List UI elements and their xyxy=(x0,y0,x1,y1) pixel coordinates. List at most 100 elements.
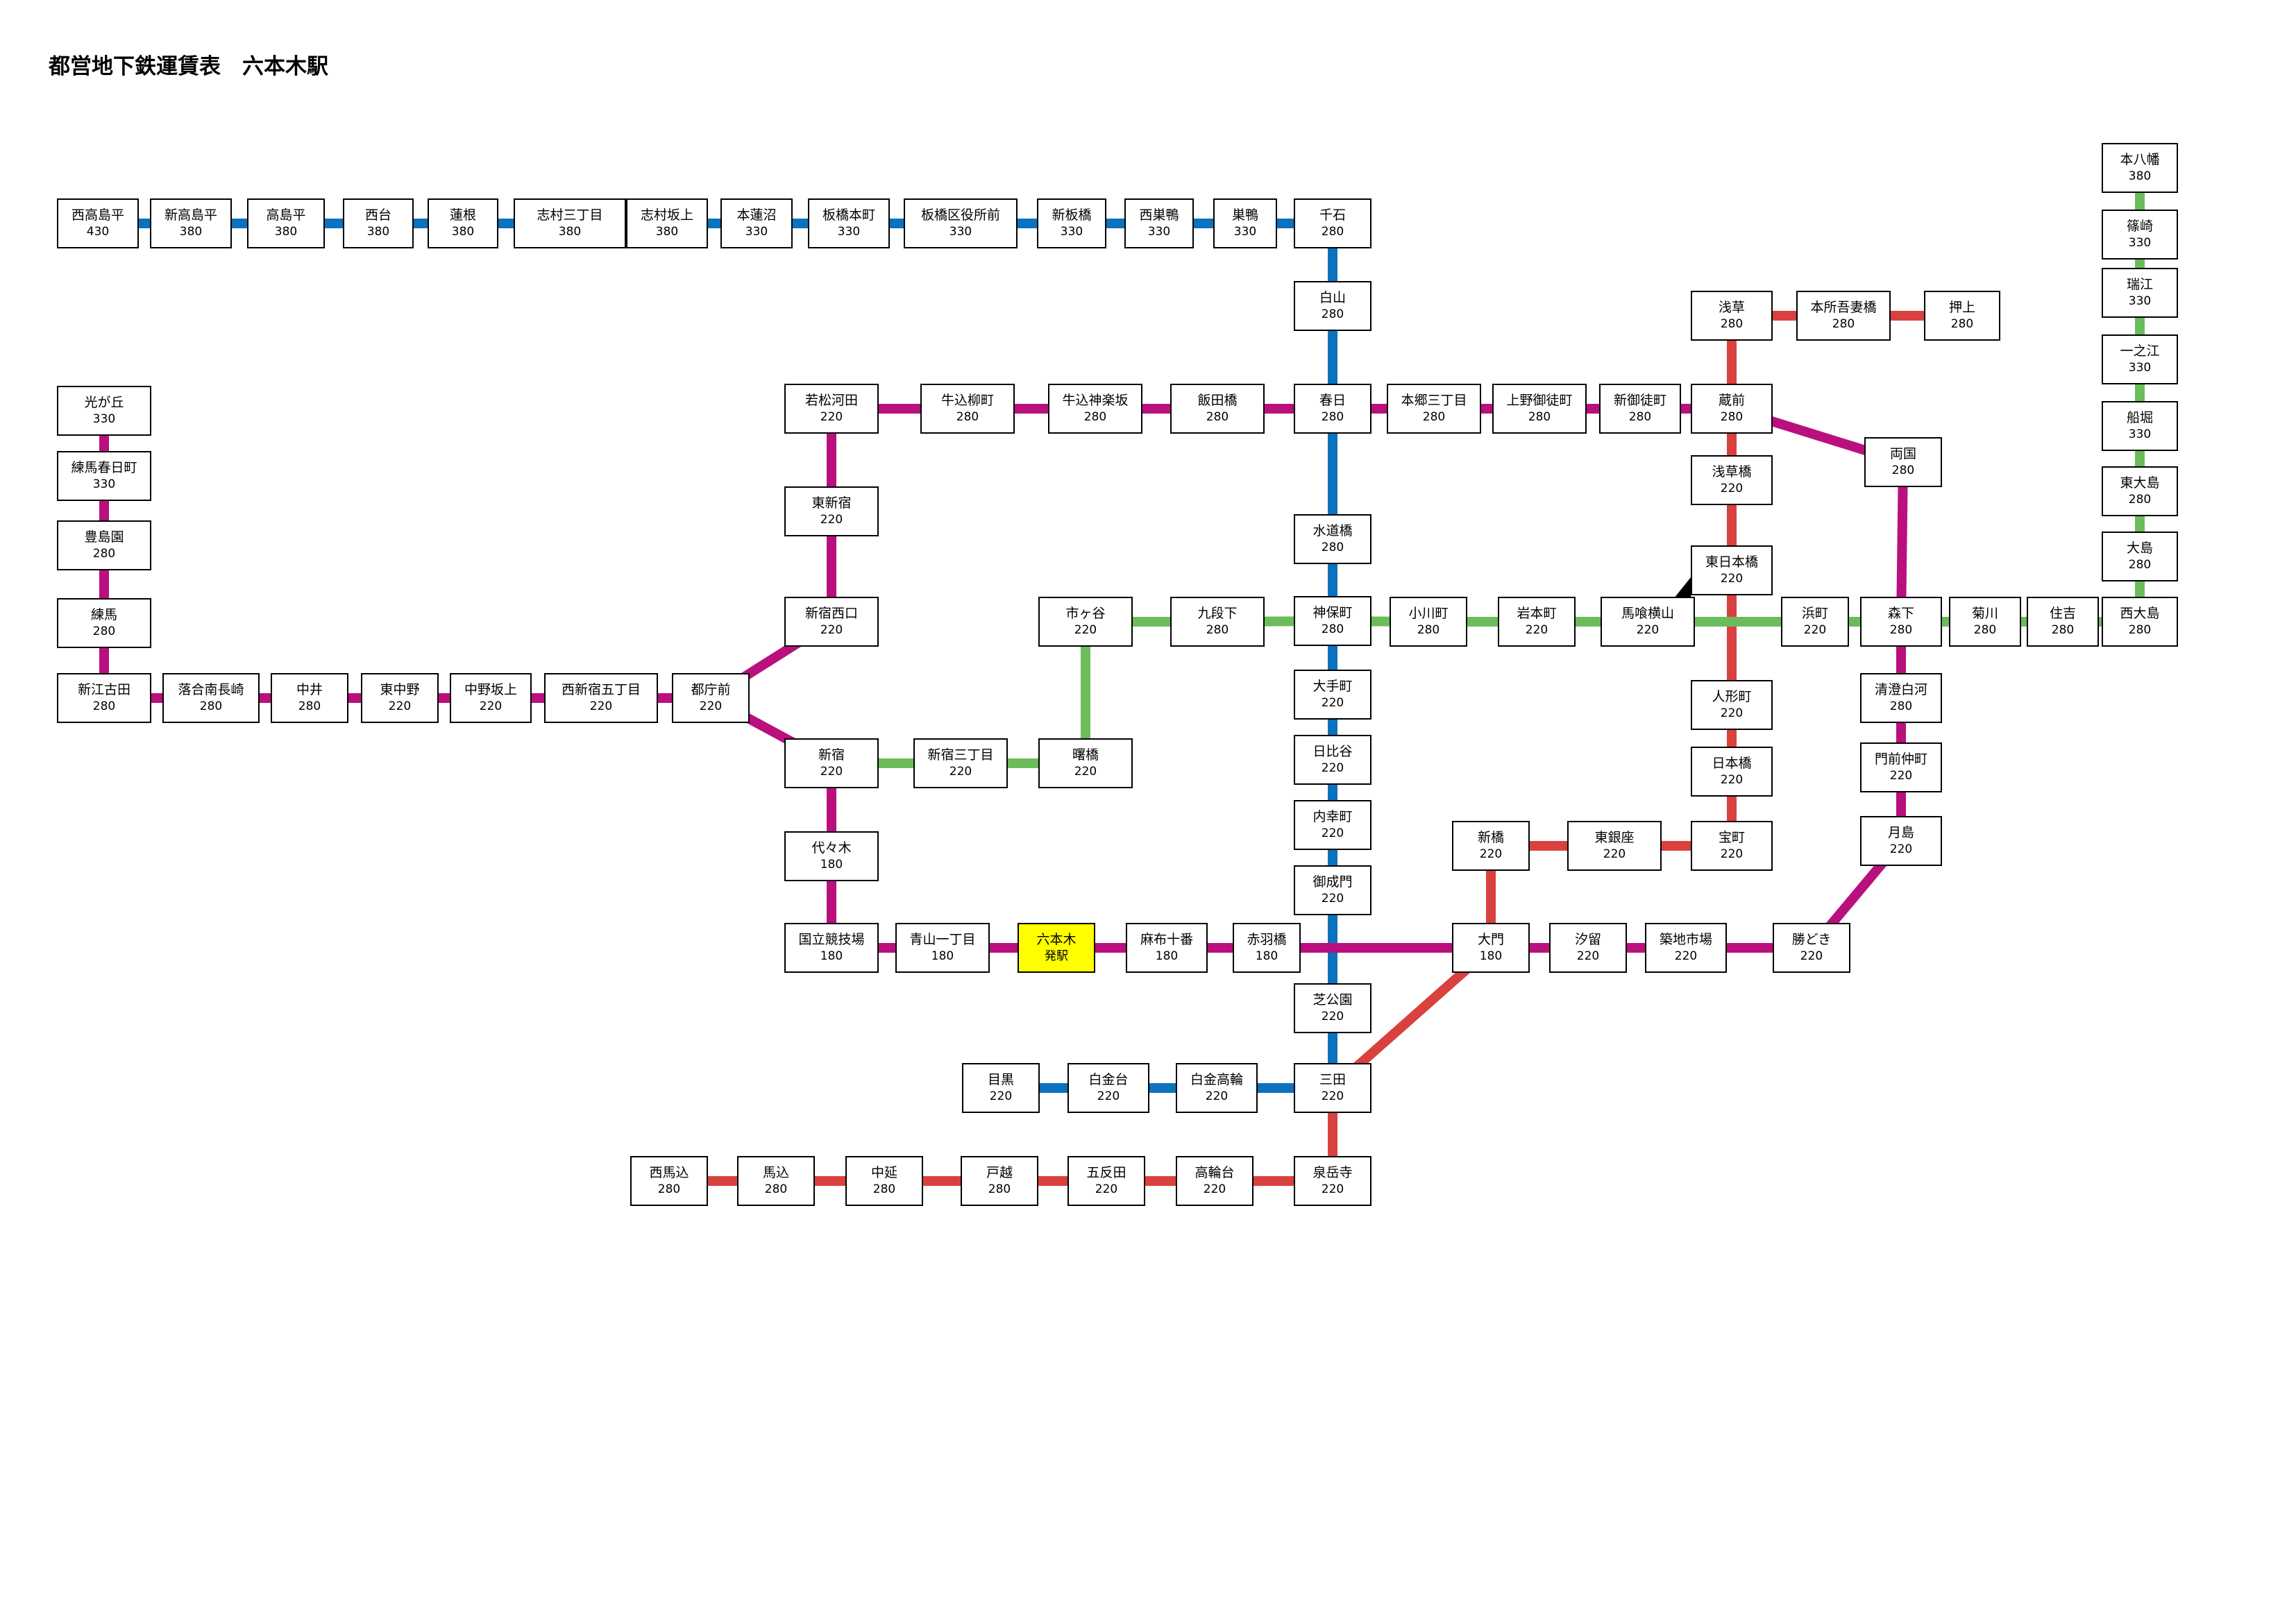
station-name: 大手町 xyxy=(1312,678,1353,694)
station-box-roppongi[interactable]: 六本木発駅 xyxy=(1018,923,1095,973)
